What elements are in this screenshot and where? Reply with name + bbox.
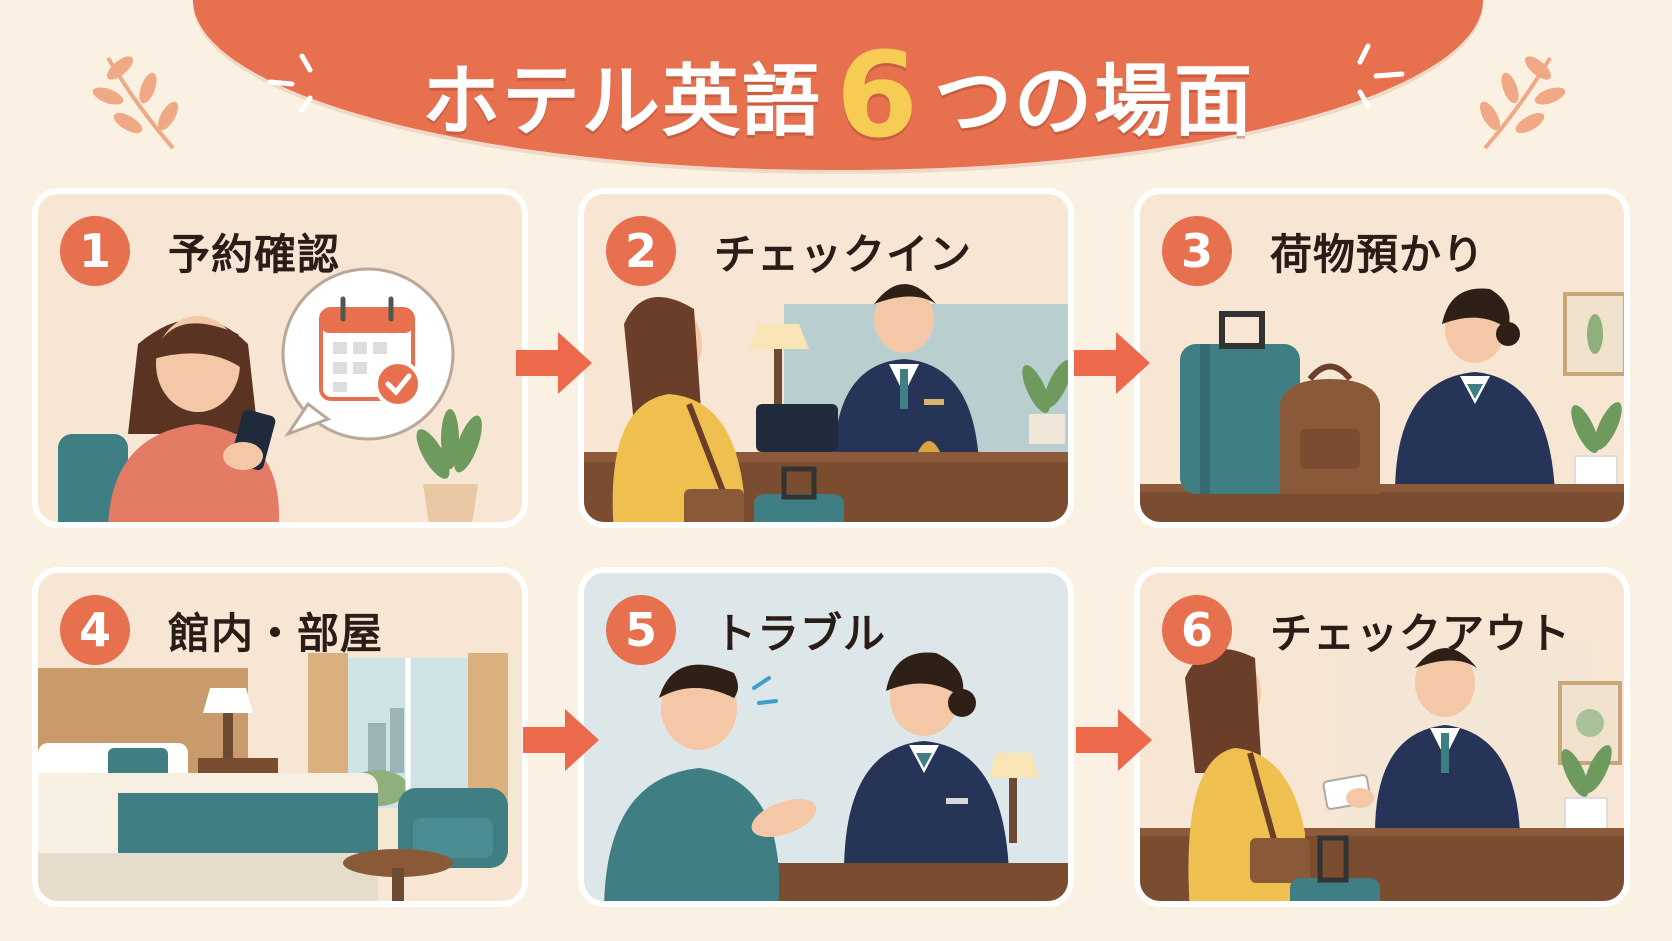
scene-illustration-trouble (604, 652, 1068, 901)
scene-number-badge: 6 (1162, 595, 1232, 665)
page-title: ホテル英語 6 つの場面 (193, 30, 1483, 160)
sparkle-icon (1357, 43, 1405, 109)
title-prefix: ホテル英語 (421, 57, 822, 147)
leaf-branch-icon (92, 56, 179, 150)
right-arrow-icon (516, 332, 592, 394)
right-arrow-icon (1076, 709, 1152, 771)
scene-illustration-check-in (584, 284, 1068, 522)
calendar-check-icon (319, 296, 422, 408)
scene-number-badge: 2 (606, 216, 676, 286)
scene-card-4: 4 館内・部屋 (32, 567, 528, 907)
scene-card-3: 3 荷物預かり (1134, 188, 1630, 528)
scene-illustration-luggage-storage (1140, 288, 1624, 522)
scene-label: 予約確認 (168, 229, 341, 279)
scene-number-badge: 4 (60, 595, 130, 665)
scene-illustration-room (38, 653, 518, 901)
scene-illustration-reservation (58, 267, 482, 522)
right-arrow-icon (1074, 332, 1150, 394)
leaf-branch-icon (1479, 56, 1566, 150)
scene-illustration-check-out (1140, 643, 1624, 901)
scene-label: チェックイン (714, 229, 973, 279)
scene-card-5: 5 トラブル (578, 567, 1074, 907)
scene-card-1: 1 予約確認 (32, 188, 528, 528)
scene-label: 荷物預かり (1270, 229, 1486, 279)
scene-label: チェックアウト (1270, 608, 1572, 658)
scene-number-badge: 1 (60, 216, 130, 286)
scene-label: 館内・部屋 (168, 608, 384, 658)
right-arrow-icon (523, 709, 599, 771)
sparkle-icon (267, 53, 313, 113)
scene-number-badge: 5 (606, 595, 676, 665)
scene-card-2: 2 チェックイン (578, 188, 1074, 528)
title-number: 6 (835, 26, 921, 164)
scene-label: トラブル (714, 608, 887, 658)
scene-number-badge: 3 (1162, 216, 1232, 286)
scene-card-6: 6 チェックアウト (1134, 567, 1630, 907)
title-suffix: つの場面 (934, 57, 1255, 147)
